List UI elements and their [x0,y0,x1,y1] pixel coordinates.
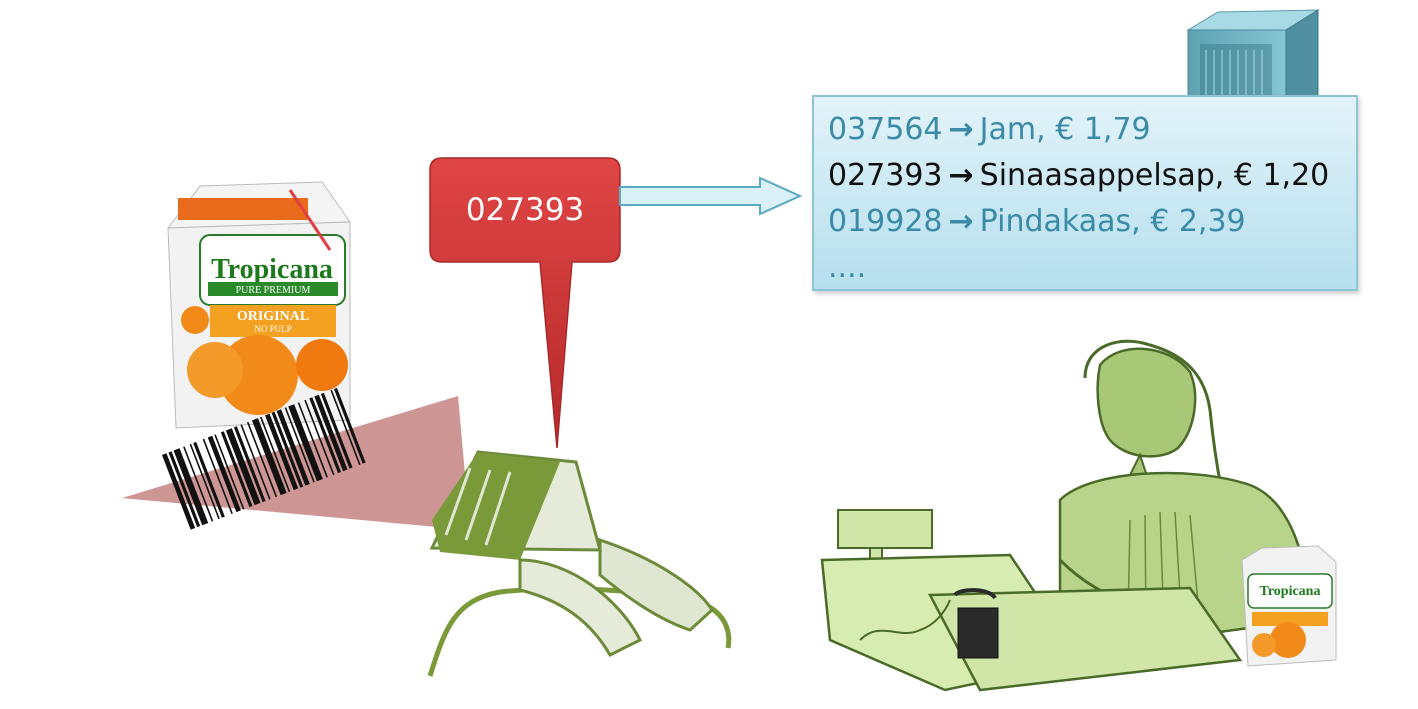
database-panel: 037564→Jam, € 1,79 027393→Sinaasappelsap… [812,95,1358,291]
small-juice-carton-image: Tropicana [1241,545,1337,667]
barcode-bar [233,426,266,503]
barcode-bar [288,404,323,482]
scanner-beam [122,396,470,530]
barcode-bar [314,394,348,472]
carton-brand: Tropicana [211,254,333,285]
more-rows-ellipsis: .... [828,250,867,285]
barcode-bar [189,443,220,520]
barcode-bar [183,446,214,522]
barcode-bar [333,387,366,464]
barcode-bar [220,431,253,508]
barcode-image [162,387,366,530]
barcode-bar [207,435,241,513]
barcode-bar [271,411,304,488]
right-arrow-icon: → [948,112,974,147]
carton-line: PURE PREMIUM [236,285,311,296]
barcode-bar [304,399,335,476]
carton-variety: ORIGINAL [237,309,309,324]
barcode-bar [330,389,361,466]
row-code: 027393 [828,158,943,193]
code-callout [429,157,621,449]
row-item: Jam, € 1,79 [979,112,1151,147]
row-item: Pindakaas, € 2,39 [979,204,1246,239]
database-list: 037564→Jam, € 1,79 027393→Sinaasappelsap… [828,107,1329,291]
carton-sub: NO PULP [254,324,291,334]
database-row-selected: 027393→Sinaasappelsap, € 1,20 [828,153,1329,199]
barcode-bar [320,392,353,469]
barcode-bar [193,441,225,518]
right-arrow-icon: → [948,158,974,193]
barcode-bar [162,453,196,530]
barcode-bar [214,434,245,510]
barcode-bar [284,407,315,483]
barcode-bar [173,448,209,526]
right-arrow-icon: → [948,204,974,239]
database-row: 019928→Pindakaas, € 2,39 [828,199,1329,245]
barcode-bar [168,451,201,528]
barcode-bar [225,428,261,506]
lookup-arrow [619,176,803,216]
barcode-bar [251,418,287,496]
row-item: Sinaasappelsap, € 1,20 [979,158,1330,193]
barcode-bar [240,424,271,500]
barcode-bar [246,421,278,498]
barcode-bar [297,402,328,478]
juice-carton-image: Tropicana PURE PREMIUM ORIGINAL NO PULP [166,181,351,429]
callout-code: 027393 [465,192,585,228]
cashier-image [820,339,1310,692]
barcode-bar [309,397,341,474]
barcode-bar [202,438,233,515]
small-carton-brand: Tropicana [1260,584,1321,599]
barcode-bar [276,409,310,486]
row-code: 037564 [828,112,943,147]
database-row: 037564→Jam, € 1,79 [828,107,1329,153]
barcode-bar [260,416,291,493]
barcode-scanner-image [427,450,732,677]
barcode-bar [265,413,299,491]
row-code: 019928 [828,204,943,239]
